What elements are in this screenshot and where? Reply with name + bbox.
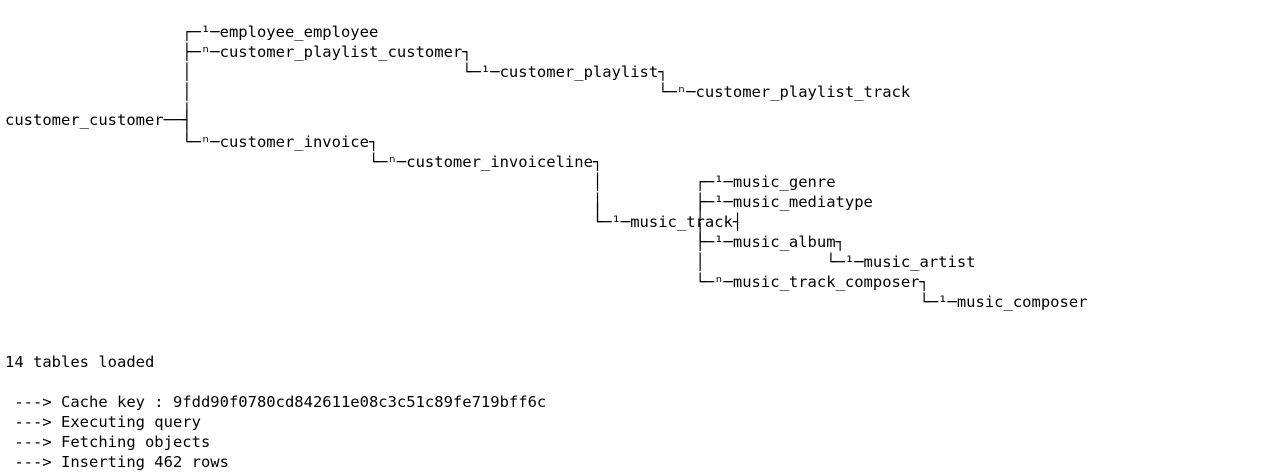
tree-row: └─¹─music_track┤	[5, 213, 743, 231]
tree-row: └─ⁿ─customer_invoice┐	[5, 133, 379, 151]
tree-row: │ ├─¹─music_mediatype	[5, 193, 873, 211]
tree-row: │ │	[5, 203, 705, 221]
tree-row: ├─ⁿ─customer_playlist_customer┐	[5, 43, 472, 61]
tree-row: │ ┌─¹─music_genre	[5, 173, 836, 191]
tree-row-root: customer_customer──┤	[5, 111, 192, 129]
tree-row: └─ⁿ─music_track_composer┐	[5, 273, 929, 291]
log-line-executing-query: ---> Executing query	[5, 413, 201, 431]
tree-row: │	[5, 103, 192, 121]
tree-row: │	[5, 123, 192, 141]
tree-row: │ └─¹─music_artist	[5, 253, 976, 271]
log-line-cache-key: ---> Cache key : 9fdd90f0780cd842611e08c…	[5, 393, 547, 411]
log-line-fetching-objects: ---> Fetching objects	[5, 433, 211, 451]
tree-row: ┌─¹─employee_employee	[5, 23, 379, 41]
tree-row: │	[5, 223, 705, 241]
tree-row: └─¹─music_composer	[5, 293, 1088, 311]
tables-loaded-status: 14 tables loaded	[5, 353, 155, 371]
tree-row: └─ⁿ─customer_invoiceline┐	[5, 153, 603, 171]
tree-row: │ └─ⁿ─customer_playlist_track	[5, 83, 911, 101]
tree-row: │ └─¹─customer_playlist┐	[5, 63, 668, 81]
tree-row: ├─¹─music_album┐	[5, 233, 845, 251]
log-line-inserting-rows: ---> Inserting 462 rows	[5, 453, 229, 471]
